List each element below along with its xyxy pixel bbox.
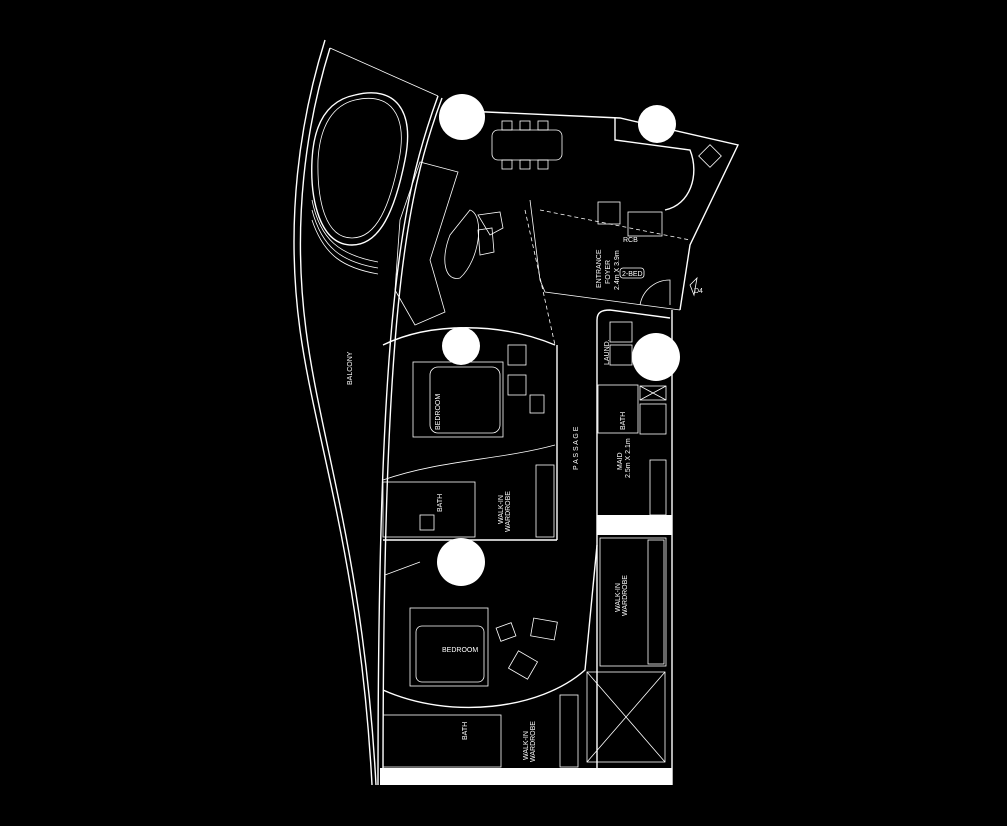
door-tag: D4 [694,288,703,295]
laundry-label: LAUND. [604,339,611,365]
maid-size-label: 2.5m X 2.1m [625,438,632,478]
bath-2-label: BATH [462,722,469,740]
bedroom-1-label: BEDROOM [435,394,442,430]
pool [311,92,409,275]
entrance-size-label: 2.4m X 3.9m [614,250,621,290]
bedroom-2-label: BEDROOM [442,647,478,654]
entrance-foyer-label: ENTRANCE [596,249,603,288]
wardrobe-3a-label: WALK-IN [523,731,530,760]
wardrobe-3b-label: WARDROBE [530,721,537,762]
wardrobe-2b-label: WARDROBE [622,575,629,616]
structural-columns [437,94,680,586]
wardrobe-1b-label: WARDROBE [505,491,512,532]
counter-tag: RCB [623,237,638,244]
passage-label: P A S S A G E [573,426,580,470]
living-dining: RCB [394,109,740,346]
dining-table [491,129,563,161]
bedroom-1: BEDROOM BATH WALK-IN WARDROBE [382,327,557,541]
wardrobe-2: WALK-IN WARDROBE [586,537,667,763]
maid-bath-label: BATH [620,412,627,430]
maid-label: MAID [617,453,624,471]
passage: P A S S A G E [556,345,598,770]
entrance-foyer-2-label: FOYER [605,260,612,284]
wardrobe-2a-label: WALK-IN [615,583,622,612]
bath-1-label: BATH [437,494,444,512]
sofa [394,161,459,326]
balcony: BALCONY [293,39,443,786]
wardrobe-1a-label: WALK-IN [498,495,505,524]
entrance-foyer: ENTRANCE FOYER 2.4m X 3.9m 2-BED D4 [596,249,703,306]
service-area: LAUND. BATH MAID 2.5m X 2.1m [596,309,672,535]
bedroom-2: BEDROOM BATH WALK-IN WARDROBE [380,310,673,785]
two-bed-label: 2-BED [622,271,643,278]
balcony-label: BALCONY [347,351,354,385]
